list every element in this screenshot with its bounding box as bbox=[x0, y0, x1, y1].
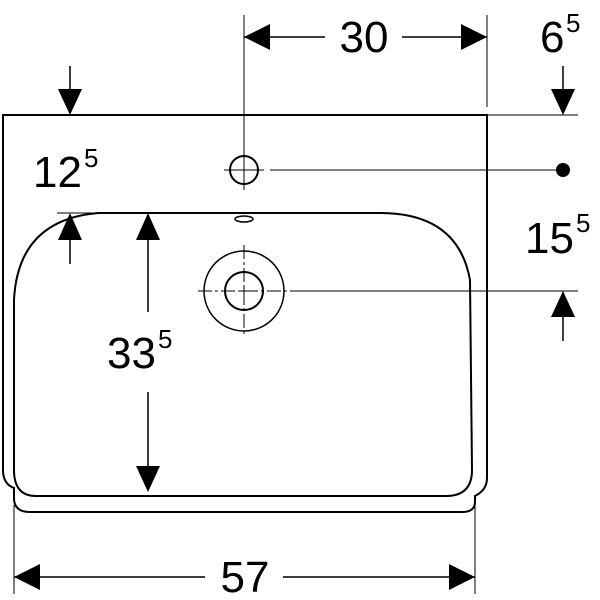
dimension-overall-width: 57 bbox=[14, 553, 475, 600]
dimension-label-33: 33 bbox=[107, 329, 156, 378]
bowl-inner-outline bbox=[13, 212, 474, 497]
basin-outer-outline bbox=[1, 114, 488, 513]
dimension-label-15-superscript: 5 bbox=[576, 208, 590, 238]
dimension-label-33-superscript: 5 bbox=[158, 324, 172, 354]
drain bbox=[198, 245, 290, 337]
dimension-bowl-depth: 33 5 bbox=[107, 213, 172, 492]
dimension-label-57: 57 bbox=[221, 553, 270, 600]
dimension-tap-hole-from-top: 12 5 bbox=[33, 143, 98, 264]
tap-hole bbox=[224, 150, 264, 190]
dimension-tap-hole-offset: 30 bbox=[244, 13, 487, 62]
reference-dot bbox=[556, 163, 570, 177]
dimension-label-12: 12 bbox=[33, 148, 82, 197]
overflow-slot bbox=[234, 215, 254, 223]
dimension-rim-arrow bbox=[58, 66, 82, 115]
dimension-label-30: 30 bbox=[340, 13, 389, 62]
dimension-drain-from-tap-hole: 15 5 bbox=[525, 208, 590, 341]
dimension-label-15: 15 bbox=[525, 214, 574, 263]
dimension-label-6: 6 bbox=[540, 13, 564, 62]
dimension-right-offset: 6 5 bbox=[540, 8, 580, 115]
dimension-label-12-superscript: 5 bbox=[84, 143, 98, 173]
extension-lines bbox=[13, 15, 578, 594]
dimension-label-6-superscript: 5 bbox=[566, 8, 580, 38]
